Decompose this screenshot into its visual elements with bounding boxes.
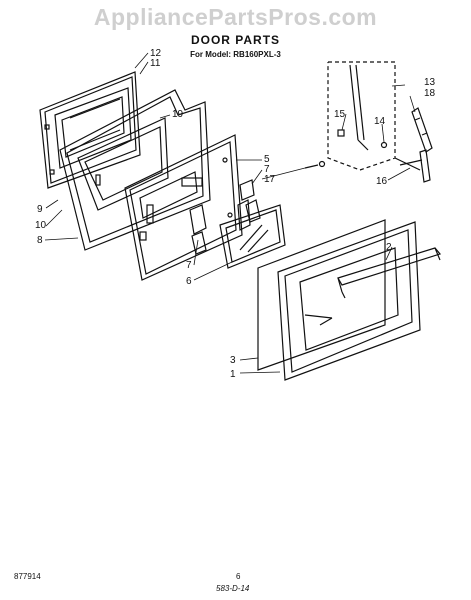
footer-part-number: 877914: [14, 572, 41, 581]
callout-5: 5: [264, 154, 270, 165]
callout-8: 8: [37, 235, 43, 246]
outer-door: [277, 221, 421, 381]
callout-17: 17: [264, 174, 276, 185]
callout-19: 19: [172, 109, 184, 120]
door-brackets: [189, 179, 261, 255]
callout-11: 11: [150, 58, 161, 69]
page-title: DOOR PARTS: [190, 33, 281, 47]
callout-2: 2: [386, 242, 392, 253]
callout-14: 14: [374, 116, 386, 127]
callout-16: 16: [376, 176, 388, 187]
door-handle: [337, 247, 442, 299]
callout-3: 3: [230, 355, 236, 366]
callout-7b: 7: [186, 260, 192, 271]
callout-7a: 7: [264, 164, 270, 175]
door-inner-panel: [124, 134, 243, 281]
inner-door-panel: [39, 71, 141, 189]
callout-10: 10: [35, 220, 47, 231]
callout-18: 18: [424, 88, 436, 99]
model-subtitle: For Model: RB160PXL-3: [190, 50, 281, 59]
hinge-assembly-box: [327, 61, 421, 171]
screw-17: [304, 160, 326, 169]
leader-lines: [44, 52, 416, 374]
callout-9: 9: [37, 204, 43, 215]
callout-13: 13: [424, 77, 436, 88]
footer-code: 583-D-14: [216, 584, 250, 593]
callout-6: 6: [186, 276, 192, 287]
footer-page-number: 6: [236, 572, 241, 581]
callout-12: 12: [150, 48, 162, 59]
outer-glass-panel: [257, 219, 386, 371]
callout-labels: 12 11 19 9 10 8 5 7 17 7 6 13 18 15 14 1…: [35, 48, 436, 380]
callout-1: 1: [230, 369, 236, 380]
window-glass-small: [219, 204, 286, 269]
callout-15: 15: [334, 109, 346, 120]
door-liner-frame: [59, 89, 211, 251]
hinge-arms: [399, 107, 433, 183]
watermark: AppliancePartsPros.com: [93, 4, 378, 30]
